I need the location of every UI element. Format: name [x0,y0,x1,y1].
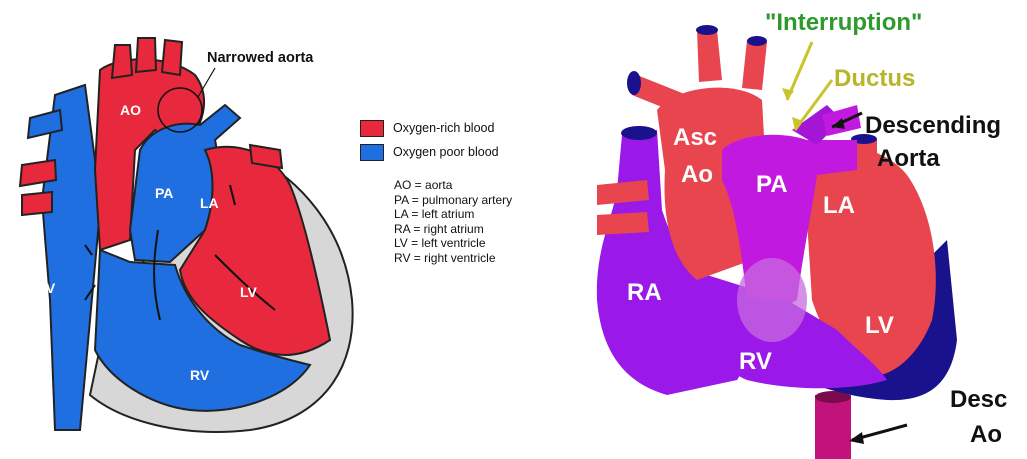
label-la: LA [823,192,855,219]
branch-cap-right [747,36,767,46]
swatch-oxygen-rich [360,120,384,137]
label-descending-aorta: Aorta [877,145,940,172]
label-rv: RV [739,348,772,375]
abbreviation-item: LA = left atrium [394,207,512,222]
label-la: LA [200,195,219,211]
left-heart-diagram: Narrowed aorta AO PA LA LV RV RV [0,0,360,459]
label-ao: AO [120,102,141,118]
abbreviation-list: AO = aorta PA = pulmonary artery LA = le… [394,178,512,265]
abbreviation-item: PA = pulmonary artery [394,193,512,208]
abbreviation-item: RA = right atrium [394,222,512,237]
label-interruption: "Interruption" [765,9,922,36]
right-heart-diagram: "Interruption" Ductus Descending Aorta A… [587,0,1027,459]
label-pa: PA [756,171,788,198]
swatch-oxygen-poor [360,144,384,161]
legend-label: Oxygen-rich blood [393,121,494,135]
label-pa: PA [155,185,173,201]
aorta-branch-1 [112,45,132,78]
branch-cap-left [627,71,641,95]
label-desc: Desc [950,386,1007,413]
aorta-branch-middle [697,30,722,82]
label-asc: Asc [673,124,717,151]
label-desc-ao: Ao [970,421,1002,448]
label-rv-left: RV [36,280,56,296]
label-ductus: Ductus [834,65,915,92]
label-asc-ao: Ao [681,161,713,188]
abbreviation-item: LV = left ventricle [394,236,512,251]
aorta-branch-3 [162,40,182,75]
pulmonary-vein-left-bottom [597,212,649,235]
descending-aorta-tube [815,395,851,459]
aorta-branch-right [742,40,767,90]
label-rv-bottom: RV [190,367,210,383]
callout-narrowed-aorta: Narrowed aorta [207,50,314,66]
left-red-branch-2 [22,192,52,215]
label-lv: LV [865,312,894,339]
abbreviation-item: AO = aorta [394,178,512,193]
svc-cap [621,126,657,140]
label-lv: LV [240,284,258,300]
label-descending: Descending [865,112,1001,139]
legend-item-oxygen-poor: Oxygen poor blood [360,142,560,162]
branch-cap-middle [696,25,718,35]
abbreviation-item: RV = right ventricle [394,251,512,266]
septal-highlight [737,258,807,342]
vena-cava-shape [42,85,100,430]
legend-label: Oxygen poor blood [393,145,499,159]
legend: Oxygen-rich blood Oxygen poor blood [360,118,560,166]
label-ra: RA [627,279,662,306]
aorta-branch-2 [136,38,156,72]
legend-item-oxygen-rich: Oxygen-rich blood [360,118,560,138]
